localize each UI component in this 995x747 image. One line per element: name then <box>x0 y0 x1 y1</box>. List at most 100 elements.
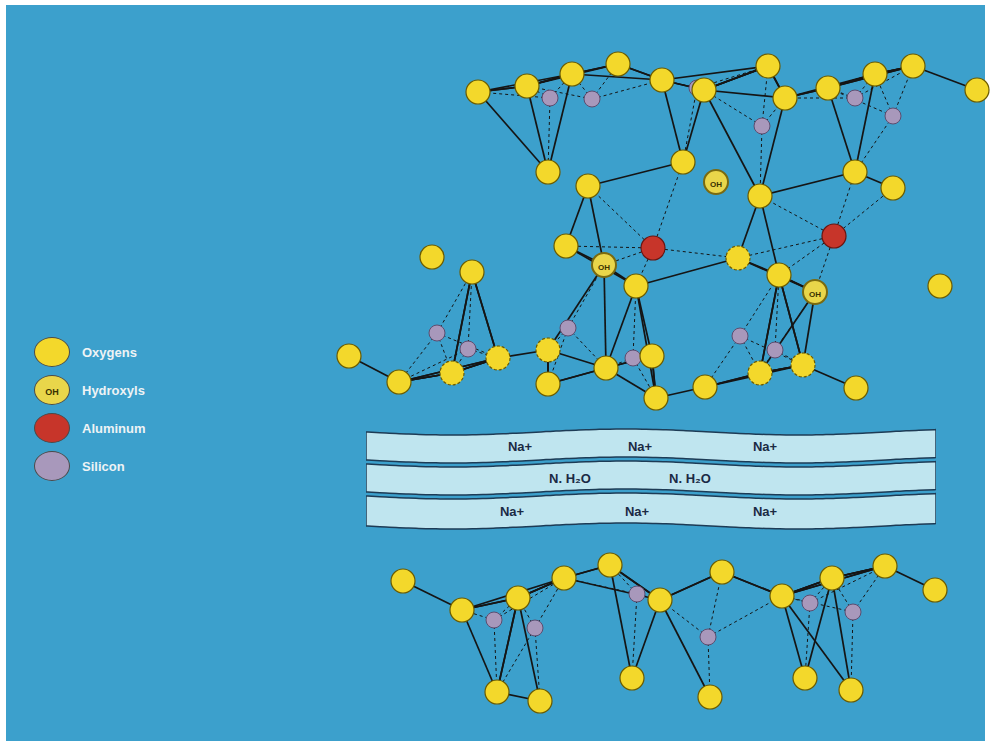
legend-label: Silicon <box>82 459 125 474</box>
bond-line <box>497 598 518 692</box>
bond-line <box>805 578 832 678</box>
oxygen-atom <box>594 356 618 380</box>
oxygen-atom <box>928 274 952 298</box>
band-outline <box>366 429 936 463</box>
silicon-atom <box>584 91 600 107</box>
oxygen-atom <box>863 62 887 86</box>
legend-swatch <box>34 413 70 443</box>
oxygen-atom <box>506 586 530 610</box>
bond-line <box>662 66 768 80</box>
bond-line <box>782 596 805 678</box>
oxygen-atom <box>560 62 584 86</box>
bond-line <box>478 92 548 172</box>
aluminum-atom <box>641 236 665 260</box>
oxygen-atom <box>793 666 817 690</box>
silicon-atom <box>542 90 558 106</box>
hydroxyl-atom <box>704 170 728 194</box>
oxygen-atom <box>624 274 648 298</box>
band-label: Na+ <box>625 504 649 519</box>
band-label: N. H₂O <box>669 471 711 486</box>
bond-line <box>653 162 683 248</box>
oxygen-atom <box>528 689 552 713</box>
oxygen-atom <box>901 54 925 78</box>
bond-line <box>452 272 472 373</box>
oxygen-atom <box>767 263 791 287</box>
interlayer-band: N. H₂O N. H₂O <box>366 460 936 496</box>
oxygen-atom <box>644 386 668 410</box>
interlayer-band: Na+Na+Na+ <box>366 428 936 464</box>
oxygen-atom <box>606 52 630 76</box>
oxygen-atom <box>698 685 722 709</box>
bond-line <box>518 598 540 701</box>
hydroxyl-atom-group <box>592 170 827 304</box>
aluminum-atom <box>822 224 846 248</box>
oxygen-atom <box>881 176 905 200</box>
blue-ground <box>6 5 985 741</box>
bond-line <box>610 565 632 678</box>
band-label: Na+ <box>628 439 652 454</box>
oxygen-atom <box>552 566 576 590</box>
oxygen-atom <box>839 678 863 702</box>
band-label: N. H₂O <box>549 471 591 486</box>
oxygen-atom <box>387 370 411 394</box>
oxygen-atom-group <box>337 52 989 713</box>
hydroxyl-atom <box>592 253 616 277</box>
oxygen-atom <box>726 246 750 270</box>
oxygen-atom <box>756 54 780 78</box>
bond-line <box>704 90 760 196</box>
band-label: Na+ <box>753 439 777 454</box>
legend-swatch <box>34 451 70 481</box>
bond-line <box>632 594 637 678</box>
oxygen-atom <box>923 578 947 602</box>
silicon-atom <box>767 342 783 358</box>
oxygen-atom <box>486 346 510 370</box>
band-label: Na+ <box>753 504 777 519</box>
band-outline <box>366 493 936 529</box>
oxygen-atom <box>554 234 578 258</box>
bond-line <box>782 566 885 596</box>
oxygen-atom <box>873 554 897 578</box>
oxygen-atom <box>485 680 509 704</box>
bond-line <box>760 172 855 196</box>
bond-line <box>548 74 572 172</box>
silicon-atom <box>429 325 445 341</box>
band-label: Na+ <box>500 504 524 519</box>
bond-line <box>662 80 683 162</box>
bond-line <box>660 600 710 697</box>
oxygen-atom <box>450 598 474 622</box>
oxygen-atom <box>820 566 844 590</box>
interlayer-band: Na+ Na+ Na+ <box>366 492 936 530</box>
oxygen-atom <box>620 666 644 690</box>
bond-line <box>708 596 782 637</box>
oxygen-atom <box>816 76 840 100</box>
oxygen-atom <box>337 344 361 368</box>
legend-entry: Silicon <box>34 451 125 481</box>
oxygen-atom <box>536 338 560 362</box>
oxygen-atom <box>773 86 797 110</box>
oxygen-atom <box>693 375 717 399</box>
oxygen-atom <box>843 160 867 184</box>
atom-spheres <box>337 52 989 713</box>
aluminum-atom-group <box>641 224 846 260</box>
oxygen-atom <box>576 174 600 198</box>
silicon-atom <box>845 604 861 620</box>
oxygen-atom <box>671 150 695 174</box>
bond-line <box>636 286 656 398</box>
bond-line <box>497 598 518 692</box>
hydroxyl-symbol: OH <box>45 387 59 397</box>
bond-line <box>832 578 851 690</box>
oxygen-atom <box>710 560 734 584</box>
bond-line <box>472 272 498 358</box>
silicon-atom <box>847 90 863 106</box>
label-holder: OH <box>809 283 821 301</box>
hydroxyl-symbol: OH <box>809 290 821 299</box>
oxygen-atom <box>791 353 815 377</box>
legend-entry: Oxygens <box>34 337 137 367</box>
legend-swatch <box>34 337 70 367</box>
silicon-atom <box>460 341 476 357</box>
bond-line <box>452 272 472 373</box>
legend-label: Oxygens <box>82 345 137 360</box>
oxygen-atom <box>965 78 989 102</box>
bond-line <box>760 196 834 236</box>
